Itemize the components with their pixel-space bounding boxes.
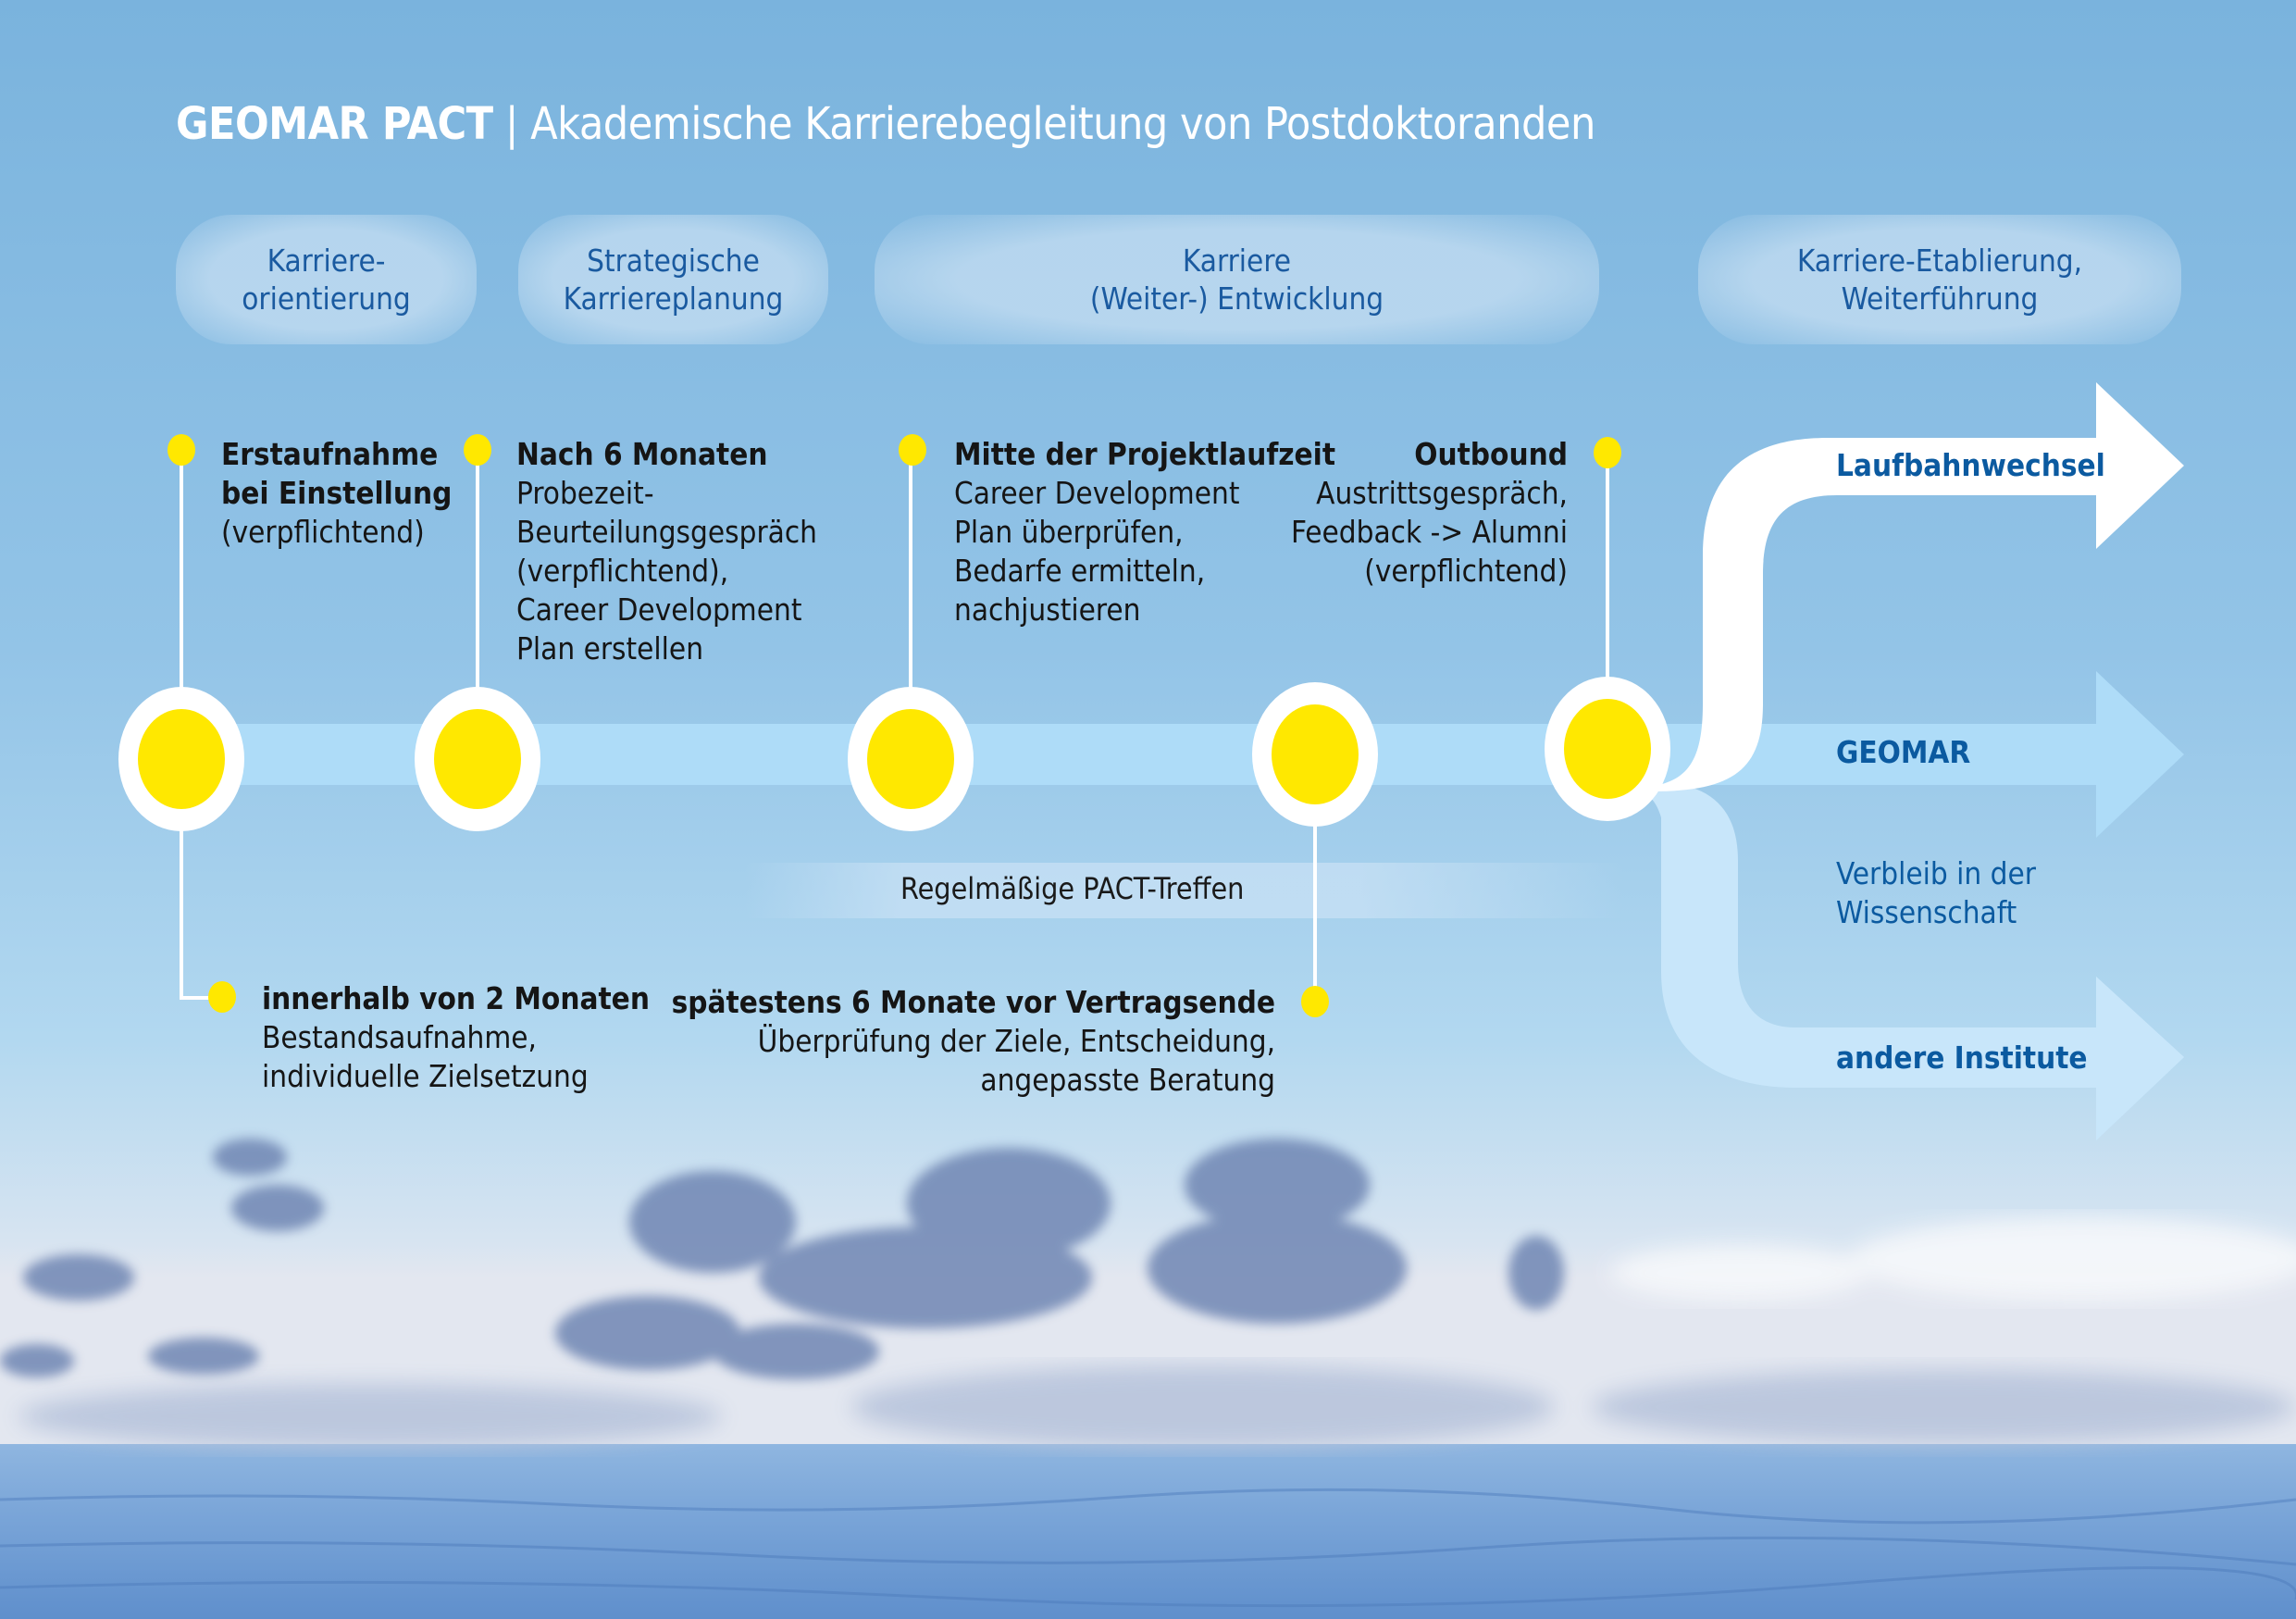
phase-label-line2: (Weiter-) Entwicklung xyxy=(1089,280,1384,317)
phase-label-line1: Karriere xyxy=(1182,243,1292,279)
outcome-other-institutes: andere Institute xyxy=(1836,1040,2088,1076)
milestone-circle-4 xyxy=(1252,682,1378,827)
branch-arrow-lower-body xyxy=(1661,782,2184,1140)
milestone-body: (verpflichtend) xyxy=(1364,553,1568,589)
milestone-body: Beurteilungsgespräch xyxy=(516,514,818,550)
milestone-body: individuelle Zielsetzung xyxy=(262,1058,589,1094)
outcome-line: Wissenschaft xyxy=(1836,894,2017,930)
milestone-heading: spätestens 6 Monate vor Vertragsende xyxy=(671,984,1275,1020)
regular-meetings-label: Regelmäßige PACT-Treffen xyxy=(900,871,1245,906)
milestone-outbound: Outbound Austrittsgespräch, Feedback -> … xyxy=(1291,435,1568,591)
arrow-head-geomar xyxy=(2096,671,2184,838)
milestone-body: Probezeit- xyxy=(516,475,654,511)
milestone-6-months-before-end: spätestens 6 Monate vor Vertragsende Übe… xyxy=(672,983,1275,1100)
marker-dot xyxy=(208,981,236,1013)
phase-career-establishment: Karriere-Etablierung,Weiterführung xyxy=(1698,215,2181,344)
page-title: GEOMAR PACT | Akademische Karrierebeglei… xyxy=(176,98,1595,150)
marker-dot xyxy=(1594,437,1621,468)
milestone-body: Plan überprüfen, xyxy=(954,514,1184,550)
milestone-heading: innerhalb von 2 Monaten xyxy=(262,980,650,1016)
milestone-heading: bei Einstellung xyxy=(221,475,453,511)
milestone-within-2-months: innerhalb von 2 Monaten Bestandsaufnahme… xyxy=(262,979,650,1096)
outcome-career-change: Laufbahnwechsel xyxy=(1836,447,2105,483)
milestone-body: Career Development xyxy=(516,592,802,628)
connector-line xyxy=(180,805,220,1000)
milestone-body: Plan erstellen xyxy=(516,630,704,666)
milestone-heading: Outbound xyxy=(1414,436,1568,472)
phase-label-line1: Strategische xyxy=(587,243,760,279)
marker-dot xyxy=(464,434,491,466)
outcome-stay-in-science: Verbleib in der Wissenschaft xyxy=(1836,854,2036,932)
milestone-body: Überprüfung der Ziele, Entscheidung, xyxy=(757,1023,1275,1059)
milestone-circle-1 xyxy=(118,687,244,831)
milestone-body: (verpflichtend), xyxy=(516,553,729,589)
milestone-heading: Nach 6 Monaten xyxy=(516,436,768,472)
milestone-body: (verpflichtend) xyxy=(221,514,425,550)
milestone-body: angepasste Beratung xyxy=(980,1062,1275,1098)
marker-dot xyxy=(1301,986,1329,1017)
phase-label-line2: Weiterführung xyxy=(1841,280,2039,317)
phase-label-line2: orientierung xyxy=(242,280,411,317)
outcome-geomar: GEOMAR xyxy=(1836,734,1971,770)
milestone-heading: Mitte der Projektlaufzeit xyxy=(954,436,1336,472)
title-separator: | xyxy=(504,98,519,150)
phase-career-development: Karriere(Weiter-) Entwicklung xyxy=(875,215,1599,344)
milestone-body: Feedback -> Alumni xyxy=(1290,514,1568,550)
marker-dot xyxy=(899,434,926,466)
clouds xyxy=(0,1139,1564,1379)
outcome-line: Verbleib in der xyxy=(1836,855,2036,891)
marker-dot xyxy=(168,434,195,466)
milestone-body: Bestandsaufnahme, xyxy=(262,1019,537,1055)
regular-meetings-band: Regelmäßige PACT-Treffen xyxy=(745,863,1624,918)
milestone-body: Austrittsgespräch, xyxy=(1316,475,1568,511)
milestone-circle-2 xyxy=(415,687,540,831)
milestone-mid-project: Mitte der Projektlaufzeit Career Develop… xyxy=(954,435,1335,629)
title-brand: GEOMAR PACT xyxy=(176,98,493,150)
milestone-heading: Erstaufnahme xyxy=(221,436,439,472)
milestone-body: Bedarfe ermitteln, xyxy=(954,553,1206,589)
phase-label-line2: Karriereplanung xyxy=(563,280,784,317)
phase-career-orientation: Karriere-orientierung xyxy=(176,215,477,344)
branch-arrow-career-change xyxy=(1647,382,2184,791)
title-subtitle: Akademische Karrierebegleitung von Postd… xyxy=(530,98,1595,150)
milestone-body: nachjustieren xyxy=(954,592,1141,628)
milestone-circle-5 xyxy=(1545,677,1670,821)
milestone-after-6-months: Nach 6 Monaten Probezeit- Beurteilungsge… xyxy=(516,435,817,668)
phase-label-line1: Karriere-Etablierung, xyxy=(1796,243,2083,279)
milestone-circle-3 xyxy=(848,687,974,831)
milestone-body: Career Development xyxy=(954,475,1240,511)
phase-label-line1: Karriere- xyxy=(267,243,386,279)
milestone-initial-intake: Erstaufnahme bei Einstellung (verpflicht… xyxy=(221,435,452,552)
